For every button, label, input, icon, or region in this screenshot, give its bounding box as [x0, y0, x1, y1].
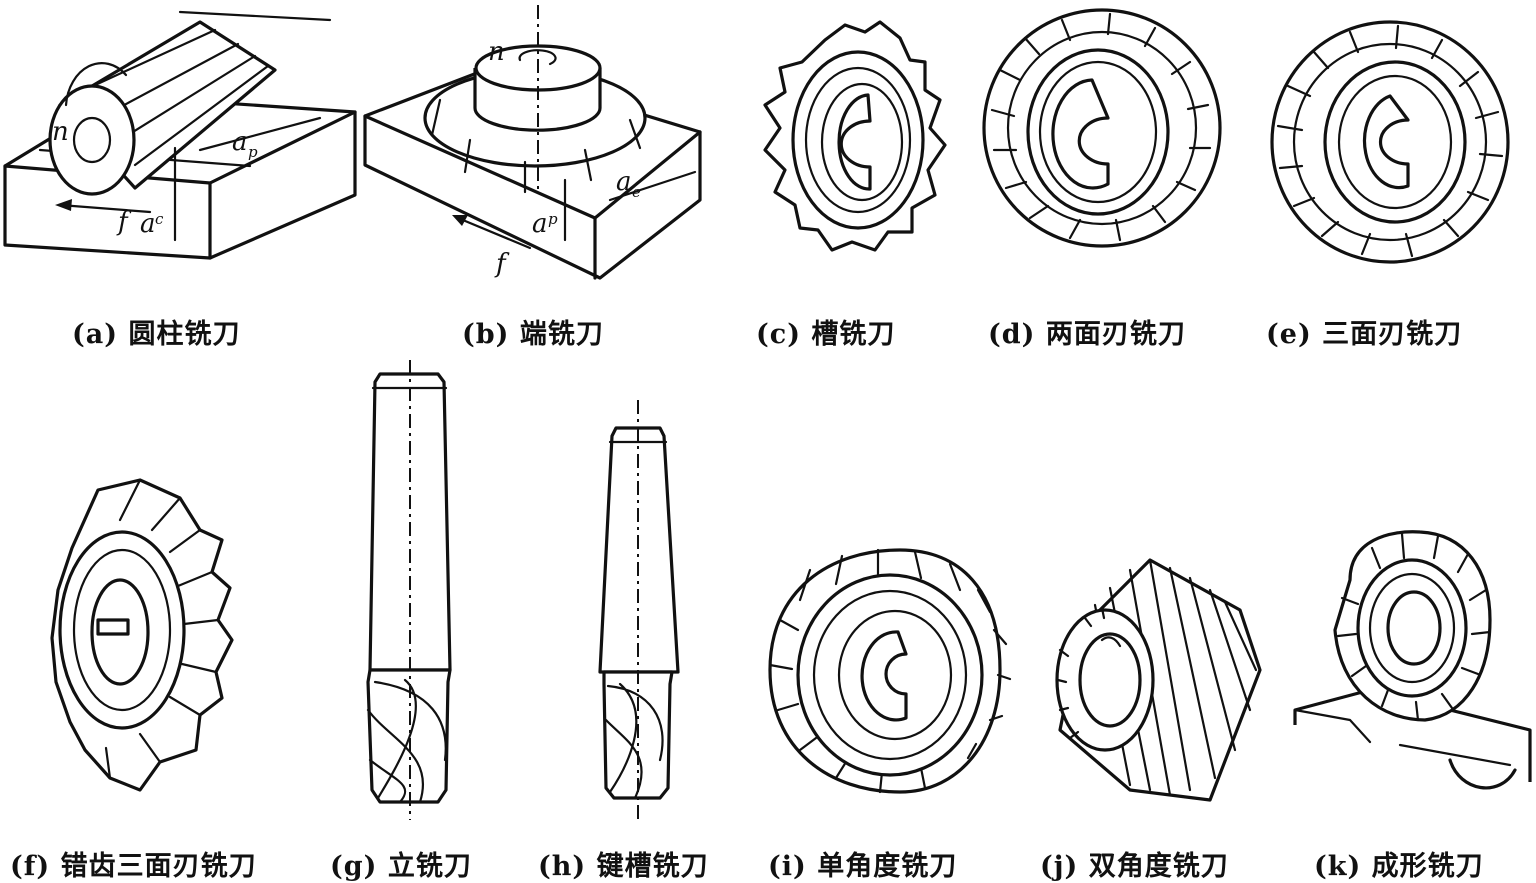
- caption-e: (e) 三面刃铣刀: [1266, 319, 1463, 350]
- symbol-ae: a: [616, 167, 632, 197]
- panel-cylindrical-cutter: n f a p a c (a) 圆柱铣刀: [0, 0, 370, 350]
- caption-g: (g) 立铣刀: [330, 851, 472, 882]
- form-cutter-drawing: [1293, 530, 1532, 790]
- panel-single-angle-cutter: (i) 单角度铣刀: [750, 530, 1020, 882]
- caption-a: (a) 圆柱铣刀: [72, 319, 241, 350]
- staggered-cutter-drawing: [50, 478, 234, 792]
- caption-c: (c) 槽铣刀: [756, 319, 896, 350]
- caption-j: (j) 双角度铣刀: [1040, 851, 1229, 882]
- face-cutter-drawing: n a e a p f: [363, 5, 702, 280]
- panel-face-cutter: n a e a p f (b) 端铣刀: [360, 0, 720, 350]
- panel-slot-cutter: (c) 槽铣刀: [740, 0, 970, 350]
- caption-h: (h) 键槽铣刀: [538, 851, 709, 882]
- panel-double-angle-cutter: (j) 双角度铣刀: [1040, 550, 1270, 882]
- end-mill-drawing: [366, 360, 452, 820]
- caption-d: (d) 两面刃铣刀: [988, 319, 1186, 350]
- symbol-ae-sub: e: [632, 183, 641, 201]
- three-sided-cutter-drawing: [1270, 20, 1510, 264]
- slot-cutter-drawing: [763, 20, 947, 252]
- symbol-n: n: [52, 117, 69, 147]
- symbol-ap-b: a: [532, 209, 548, 239]
- caption-i: (i) 单角度铣刀: [768, 851, 958, 882]
- panel-form-cutter: (k) 成形铣刀: [1290, 520, 1536, 882]
- double-angle-cutter-drawing: [1055, 558, 1262, 802]
- symbol-ac-sub: c: [155, 210, 164, 228]
- symbol-ap-sub: p: [248, 143, 258, 161]
- cylindrical-cutter-drawing: n f a p a c: [3, 10, 357, 260]
- symbol-f-b: f: [494, 249, 510, 279]
- two-sided-cutter-drawing: [982, 8, 1222, 248]
- caption-k: (k) 成形铣刀: [1314, 851, 1484, 882]
- symbol-ap-b-sub: p: [548, 210, 558, 228]
- panel-staggered-cutter: (f) 错齿三面刃铣刀: [0, 460, 300, 882]
- single-angle-cutter-drawing: [768, 548, 1012, 794]
- symbol-ac: a: [140, 209, 156, 239]
- caption-b: (b) 端铣刀: [462, 319, 604, 350]
- panel-end-mill: (g) 立铣刀: [320, 360, 510, 882]
- keyway-cutter-drawing: [598, 400, 680, 820]
- panel-two-sided-cutter: (d) 两面刃铣刀: [970, 0, 1240, 350]
- caption-f: (f) 错齿三面刃铣刀: [10, 851, 257, 882]
- symbol-n-b: n: [488, 37, 505, 67]
- panel-keyway-cutter: (h) 键槽铣刀: [530, 400, 730, 882]
- symbol-ap: a: [232, 127, 248, 157]
- panel-three-sided-cutter: (e) 三面刃铣刀: [1250, 0, 1530, 350]
